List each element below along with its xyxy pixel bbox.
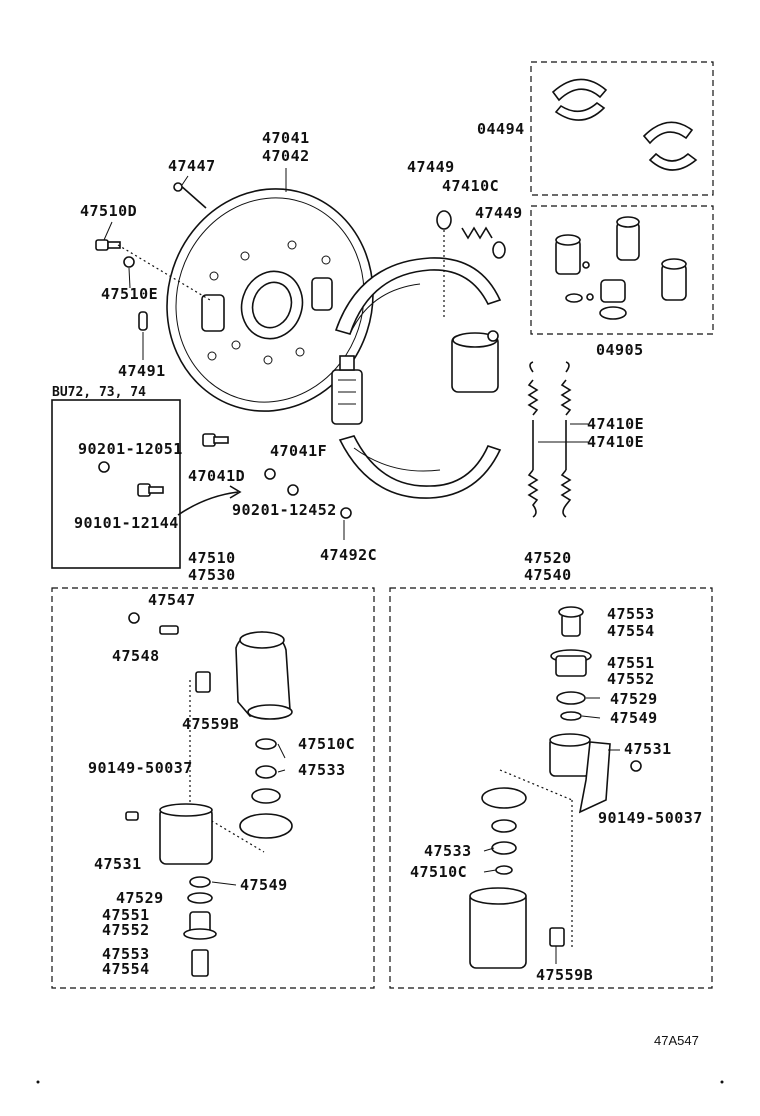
- reference-code: 47A547: [654, 1033, 699, 1048]
- label-47520: 47520: [524, 549, 572, 567]
- label-47559b-right: 47559B: [536, 966, 593, 984]
- label-47553-right: 47553: [607, 605, 655, 623]
- label-47549-left: 47549: [240, 876, 288, 894]
- backing-plate: [166, 188, 374, 412]
- label-47449-a: 47449: [407, 158, 455, 176]
- left-cylinder-box: [51, 587, 375, 989]
- shoe-kit-icon: [551, 78, 698, 171]
- label-47552-right: 47552: [607, 670, 655, 688]
- label-47531-right: 47531: [624, 740, 672, 758]
- studs-group: [202, 433, 352, 540]
- kit-box-04905: [530, 205, 714, 335]
- label-47554-right: 47554: [607, 622, 655, 640]
- label-47410e-a: 47410E: [587, 415, 644, 433]
- label-47540: 47540: [524, 566, 572, 584]
- label-47492c: 47492C: [320, 546, 377, 564]
- label-47041: 47041: [262, 129, 310, 147]
- label-47041d: 47041D: [188, 467, 245, 485]
- label-47510d: 47510D: [80, 202, 137, 220]
- label-47491: 47491: [118, 362, 166, 380]
- label-90201-12452: 90201-12452: [232, 501, 337, 519]
- right-cylinder-box: [389, 587, 713, 989]
- label-47533-left: 47533: [298, 761, 346, 779]
- corner-marks: [36, 1080, 724, 1084]
- label-90149-50037-right: 90149-50037: [598, 809, 703, 827]
- label-47554-left: 47554: [102, 960, 150, 978]
- label-47529-left: 47529: [116, 889, 164, 907]
- label-47553-left: 47553: [102, 945, 150, 963]
- brake-shoe-upper: [334, 257, 502, 335]
- label-47551-left: 47551: [102, 906, 150, 924]
- cylinder-kit-icon: [555, 216, 687, 320]
- label-47410c: 47410C: [442, 177, 499, 195]
- label-47552-left: 47552: [102, 921, 150, 939]
- adjuster-left: [331, 355, 363, 425]
- label-47447: 47447: [168, 157, 216, 175]
- label-90149-50037-left: 90149-50037: [88, 759, 193, 777]
- label-90201-12051: 90201-12051: [78, 440, 183, 458]
- brake-shoe-lower: [338, 435, 502, 499]
- spring-47410c: [461, 226, 506, 259]
- label-47510e: 47510E: [101, 285, 158, 303]
- label-47529-right: 47529: [610, 690, 658, 708]
- label-47041f: 47041F: [270, 442, 327, 460]
- label-47449-b: 47449: [475, 204, 523, 222]
- label-47510c-left: 47510C: [298, 735, 355, 753]
- kit-box-04494: [530, 61, 714, 196]
- bleeder-parts: [95, 239, 211, 331]
- label-90101-12144: 90101-12144: [74, 514, 179, 532]
- bu-parts: [98, 461, 242, 516]
- label-47559b-left: 47559B: [182, 715, 239, 733]
- label-47510: 47510: [188, 549, 236, 567]
- left-cylinder-parts: [125, 612, 293, 977]
- leader-lines: [103, 168, 620, 964]
- label-47510c-right: 47510C: [410, 863, 467, 881]
- cap-47449: [436, 210, 452, 320]
- label-47042: 47042: [262, 147, 310, 165]
- label-47533-right: 47533: [424, 842, 472, 860]
- wheel-cylinder-right: [451, 330, 499, 393]
- label-47548: 47548: [112, 647, 160, 665]
- bolt-47447: [173, 182, 207, 209]
- label-47531-left: 47531: [94, 855, 142, 873]
- label-47547: 47547: [148, 591, 196, 609]
- label-47551-right: 47551: [607, 654, 655, 672]
- label-47410e-b: 47410E: [587, 433, 644, 451]
- return-springs: [527, 361, 588, 518]
- label-04905: 04905: [596, 341, 644, 359]
- label-47530: 47530: [188, 566, 236, 584]
- label-04494: 04494: [477, 120, 525, 138]
- label-47549-right: 47549: [610, 709, 658, 727]
- bu-group-note: BU72, 73, 74: [52, 385, 146, 400]
- bu-group-box: [51, 399, 181, 569]
